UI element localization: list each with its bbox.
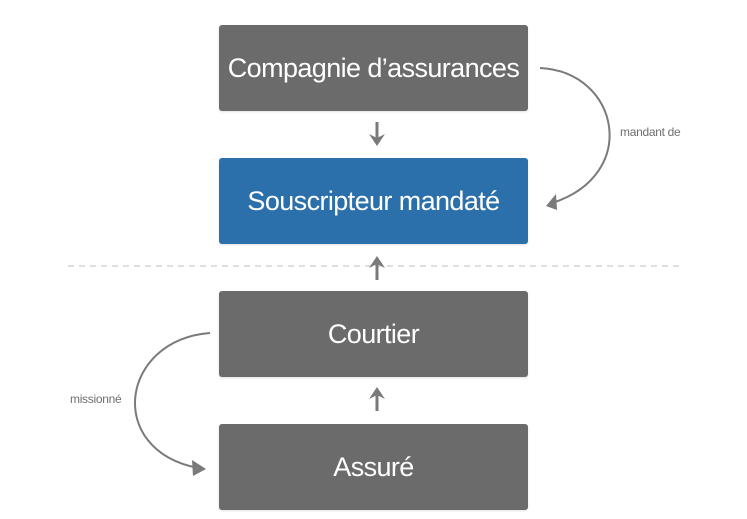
arrow-down-company-to-underwriter xyxy=(369,122,385,146)
underwriter-label: Souscripteur mandaté xyxy=(247,185,500,216)
broker-box: Courtier xyxy=(219,291,528,377)
curved-arrow-mandant xyxy=(539,67,611,210)
arrow-up-insured-to-broker xyxy=(369,387,385,411)
insured-label: Assuré xyxy=(333,451,414,482)
mandant-label: mandant de xyxy=(620,125,681,139)
missionne-label: missionné xyxy=(70,392,122,406)
curved-arrow-missionne xyxy=(134,332,211,476)
broker-label: Courtier xyxy=(327,318,420,349)
company-box: Compagnie d’assurances xyxy=(219,25,528,111)
underwriter-box: Souscripteur mandaté xyxy=(219,158,528,244)
insured-box: Assuré xyxy=(219,424,528,510)
arrow-up-broker-to-underwriter xyxy=(369,256,385,280)
company-label: Compagnie d’assurances xyxy=(227,52,520,83)
